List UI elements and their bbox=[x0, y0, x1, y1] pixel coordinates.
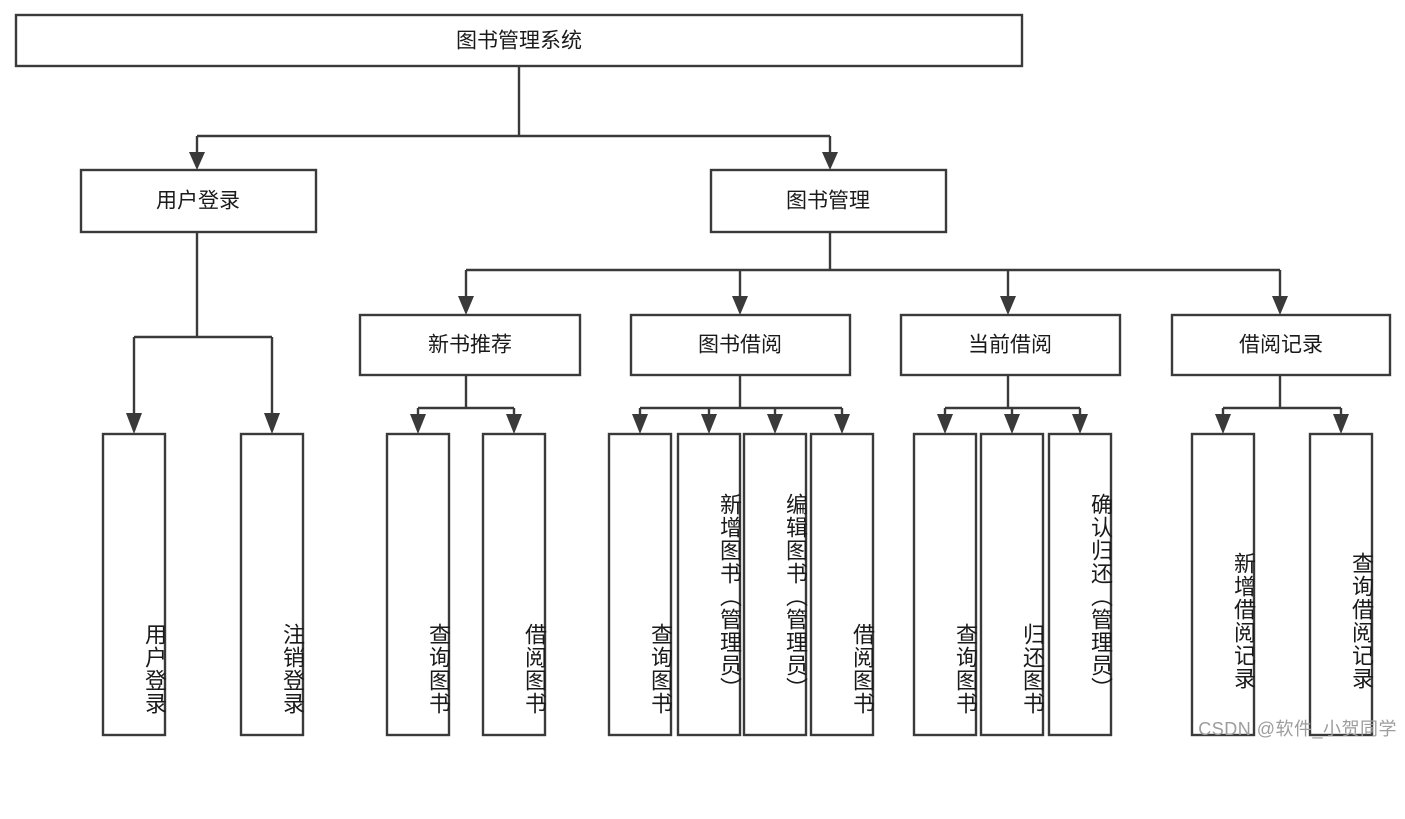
node-borrow-record-label: 借阅记录 bbox=[1239, 334, 1323, 357]
leaf-query-record-box[interactable] bbox=[1308, 432, 1374, 737]
leaf-return-book-box[interactable] bbox=[979, 432, 1045, 737]
node-book-management-label: 图书管理 bbox=[786, 190, 870, 213]
node-user-login-box[interactable] bbox=[79, 168, 318, 234]
arrow-head-icon bbox=[822, 152, 838, 170]
arrow-head-icon bbox=[1004, 414, 1020, 434]
node-current-borrow-label: 当前借阅 bbox=[968, 334, 1052, 357]
arrow-head-icon bbox=[701, 414, 717, 434]
arrow-head-icon bbox=[189, 152, 205, 170]
node-book-borrow[interactable]: 图书借阅 bbox=[629, 313, 852, 377]
node-book-management-box[interactable] bbox=[709, 168, 948, 234]
node-book-borrow-box[interactable] bbox=[629, 313, 852, 377]
csdn-watermark: CSDN @软件_小贺同学 bbox=[1198, 719, 1397, 739]
arrow-head-icon bbox=[458, 296, 474, 315]
tree-diagram-canvas: 图书管理系统 用户登录 图书管理 新书推荐 图书借阅 当前借阅 借阅记录 bbox=[14, 13, 1397, 739]
leaf-query-book-1-box[interactable] bbox=[385, 432, 451, 737]
arrow-head-icon bbox=[834, 414, 850, 434]
leaf-query-book-2-box[interactable] bbox=[607, 432, 673, 737]
leaf-edit-book-box[interactable] bbox=[742, 432, 808, 737]
node-user-login[interactable]: 用户登录 bbox=[79, 168, 318, 234]
node-root-box[interactable] bbox=[14, 13, 1024, 68]
node-new-book-recommend[interactable]: 新书推荐 bbox=[358, 313, 582, 377]
arrow-head-icon bbox=[410, 414, 426, 434]
node-new-book-recommend-label: 新书推荐 bbox=[428, 334, 512, 357]
node-root-label: 图书管理系统 bbox=[456, 30, 582, 53]
node-borrow-record-box[interactable] bbox=[1170, 313, 1392, 377]
arrow-head-icon bbox=[1000, 296, 1016, 315]
arrow-head-icon bbox=[126, 413, 142, 434]
node-book-borrow-label: 图书借阅 bbox=[698, 334, 782, 357]
arrow-head-icon bbox=[506, 414, 522, 434]
leaf-logout-login-box[interactable] bbox=[239, 432, 305, 737]
node-current-borrow-box[interactable] bbox=[899, 313, 1122, 377]
arrow-head-icon bbox=[1215, 414, 1231, 434]
leaf-confirm-return-box[interactable] bbox=[1047, 432, 1113, 737]
arrow-head-icon bbox=[1333, 414, 1349, 434]
arrow-head-icon bbox=[767, 414, 783, 434]
arrow-head-icon bbox=[264, 413, 280, 434]
connector-group bbox=[126, 66, 1349, 434]
node-new-book-recommend-box[interactable] bbox=[358, 313, 582, 377]
arrow-head-icon bbox=[1272, 296, 1288, 315]
arrow-head-icon bbox=[632, 414, 648, 434]
node-current-borrow[interactable]: 当前借阅 bbox=[899, 313, 1122, 377]
arrow-head-icon bbox=[1072, 414, 1088, 434]
leaf-add-book-box[interactable] bbox=[676, 432, 742, 737]
leaf-query-book-3-box[interactable] bbox=[912, 432, 978, 737]
diagram-svg: 图书管理系统 用户登录 图书管理 新书推荐 图书借阅 当前借阅 借阅记录 bbox=[14, 13, 1392, 737]
node-root[interactable]: 图书管理系统 bbox=[14, 13, 1024, 68]
node-user-login-label: 用户登录 bbox=[156, 190, 240, 213]
arrow-head-icon bbox=[937, 414, 953, 434]
arrow-head-icon bbox=[732, 296, 748, 315]
leaf-add-record-box[interactable] bbox=[1190, 432, 1256, 737]
leaf-user-login-box[interactable] bbox=[101, 432, 167, 737]
node-borrow-record[interactable]: 借阅记录 bbox=[1170, 313, 1392, 377]
leaf-borrow-book-2-box[interactable] bbox=[809, 432, 875, 737]
leaf-box-group bbox=[101, 432, 1374, 737]
node-book-management[interactable]: 图书管理 bbox=[709, 168, 948, 234]
leaf-borrow-book-1-box[interactable] bbox=[481, 432, 547, 737]
